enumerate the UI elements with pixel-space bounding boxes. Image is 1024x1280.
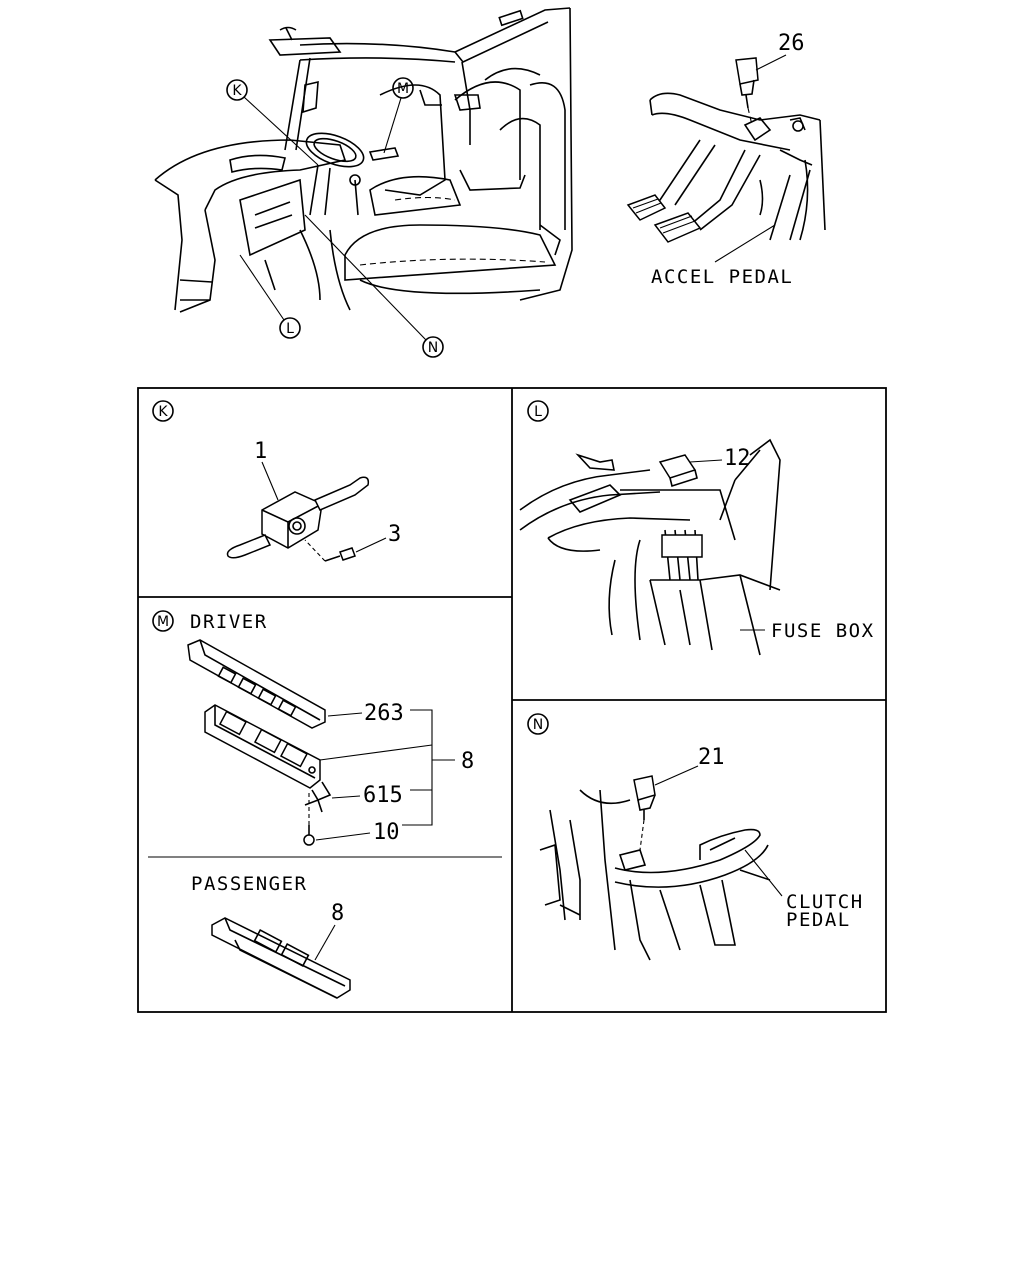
panel-m: M DRIVER 263 615 10 8 <box>148 610 502 999</box>
part-number-8-driver: 8 <box>461 749 474 774</box>
cab-interior-overview: K M L N <box>154 7 573 358</box>
callout-n-circle <box>422 336 444 358</box>
part-number-3: 3 <box>388 522 401 547</box>
part-number-10: 10 <box>373 820 400 845</box>
clutch-pedal-label-line1: CLUTCH <box>786 891 864 913</box>
accel-pedal-label: ACCEL PEDAL <box>651 266 793 288</box>
part-number-615: 615 <box>363 783 403 808</box>
panel-l-letter: L <box>534 404 542 420</box>
part-number-26: 26 <box>778 31 805 56</box>
detail-panels-frame <box>137 387 887 1013</box>
callout-l-circle <box>279 317 301 339</box>
fuse-box-label: FUSE BOX <box>771 620 875 642</box>
callout-k-letter: K <box>232 83 242 99</box>
clutch-pedal-label-line2: PEDAL <box>786 909 851 931</box>
panel-n: N 21 CLUTCH PEDAL <box>527 713 864 961</box>
panel-l: L 12 FUSE BOX <box>519 400 875 656</box>
part-number-1: 1 <box>254 439 267 464</box>
callout-m-circle <box>392 77 414 99</box>
callout-k-circle <box>226 79 248 101</box>
accel-pedal-detail: 26 ACCEL PEDAL <box>626 31 826 288</box>
callout-l-letter: L <box>286 321 294 337</box>
part-number-263: 263 <box>364 701 404 726</box>
part-number-8-passenger: 8 <box>331 901 344 926</box>
callout-m-letter: M <box>397 81 409 97</box>
panel-m-letter: M <box>157 614 169 630</box>
panel-n-letter: N <box>533 717 543 733</box>
driver-label: DRIVER <box>190 611 268 633</box>
passenger-label: PASSENGER <box>191 873 307 895</box>
callout-n-letter: N <box>428 340 438 356</box>
panel-k: K 1 3 <box>152 400 401 562</box>
panel-k-letter: K <box>158 404 168 420</box>
part-number-21: 21 <box>698 745 725 770</box>
